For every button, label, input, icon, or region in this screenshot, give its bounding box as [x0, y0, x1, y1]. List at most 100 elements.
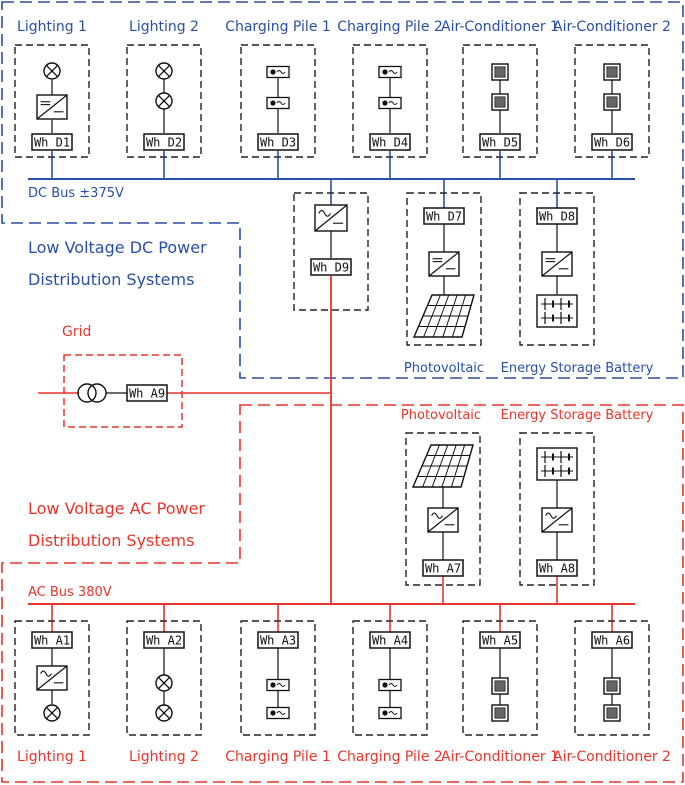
dc-ac-converter-box [293, 192, 369, 311]
inverter-icon [314, 204, 348, 232]
transformer-icon [77, 383, 107, 403]
meter-frame [369, 133, 411, 151]
meter-frame [422, 559, 464, 577]
dc-meter-3: Wh D3 [257, 133, 299, 151]
charging-pile-icon [266, 678, 290, 692]
dc-region-frame [1, 1, 684, 379]
air-conditioner-icon [491, 93, 509, 111]
dc-ess-box [519, 192, 595, 346]
charging-pile-icon [378, 65, 402, 79]
meter-label: Wh D2 [146, 136, 182, 150]
air-conditioner-icon [603, 677, 621, 695]
ac-load-label-1: Lighting 1 [17, 749, 87, 765]
ac-load-label-4: Charging Pile 2 [337, 749, 443, 765]
dc-meter-1: Wh D1 [31, 133, 73, 151]
ac-load-label-2: Lighting 2 [129, 749, 199, 765]
meter-frame [126, 384, 168, 402]
meter-frame [479, 133, 521, 151]
ac-meter-6: Wh A6 [591, 631, 633, 649]
dc-load-label-2: Lighting 2 [129, 19, 199, 35]
ac-load-box-6 [574, 620, 650, 736]
air-conditioner-icon [603, 63, 621, 81]
ac-load-box-3 [240, 620, 316, 736]
meter-label: Wh A5 [482, 634, 518, 648]
meter-frame [31, 631, 73, 649]
meter-frame [310, 258, 352, 276]
charging-pile-icon [378, 706, 402, 720]
dc-load-label-3: Charging Pile 1 [225, 19, 331, 35]
meter-label: Wh D4 [372, 136, 408, 150]
charging-pile-icon [266, 96, 290, 110]
dc-load-label-4: Charging Pile 2 [337, 19, 443, 35]
converter-icon [36, 94, 68, 120]
meter-frame [257, 133, 299, 151]
air-conditioner-icon [603, 93, 621, 111]
dc-load-label-6: Air-Conditioner 2 [553, 19, 671, 35]
lamp-icon [155, 92, 173, 110]
ac-load-box-5 [462, 620, 538, 736]
converter-icon [541, 251, 573, 277]
lamp-icon [155, 674, 173, 692]
ac-meter-2: Wh A2 [143, 631, 185, 649]
lamp-icon [43, 704, 61, 722]
ac-meter-1: Wh A1 [31, 631, 73, 649]
meter-label: Wh A9 [129, 387, 165, 401]
charging-pile-icon [378, 678, 402, 692]
ac-meter-3: Wh A3 [257, 631, 299, 649]
solar-panel-icon [411, 444, 474, 488]
dc-ess-label: Energy Storage Battery [501, 361, 654, 376]
meter-label: Wh D5 [482, 136, 518, 150]
dc-load-box-4 [352, 44, 428, 158]
meter-label: Wh A6 [594, 634, 630, 648]
charging-pile-icon [266, 65, 290, 79]
ac-load-box-4 [352, 620, 428, 736]
meter-frame [143, 631, 185, 649]
dc-load-box-5 [462, 44, 538, 158]
ac-ess-meter: Wh A8 [536, 559, 578, 577]
ac-system-title-line2: Distribution Systems [28, 531, 194, 550]
charging-pile-icon [378, 96, 402, 110]
dc-pv-meter: Wh D7 [423, 207, 465, 225]
ac-load-box-2 [126, 620, 202, 736]
inverter-icon [427, 507, 459, 533]
ac-load-box-1 [14, 620, 90, 736]
dc-meter-5: Wh D5 [479, 133, 521, 151]
dc-bus-label: DC Bus ±375V [28, 186, 124, 201]
ac-ess-label: Energy Storage Battery [501, 408, 654, 423]
dc-system-title-line2: Distribution Systems [28, 270, 194, 289]
dc-system-title-line1: Low Voltage DC Power [28, 238, 207, 257]
meter-label: Wh D7 [426, 210, 462, 224]
dc-pv-label: Photovoltaic [404, 361, 484, 376]
grid-box [63, 354, 183, 428]
air-conditioner-icon [603, 704, 621, 722]
meter-label: Wh D6 [594, 136, 630, 150]
converter-icon [428, 251, 460, 277]
lamp-icon [43, 62, 61, 80]
lamp-icon [155, 704, 173, 722]
converter-meter: Wh D9 [310, 258, 352, 276]
dc-load-label-1: Lighting 1 [17, 19, 87, 35]
meter-frame [591, 631, 633, 649]
meter-label: Wh D9 [313, 261, 349, 275]
dc-meter-6: Wh D6 [591, 133, 633, 151]
meter-label: Wh D1 [34, 136, 70, 150]
dc-load-box-6 [574, 44, 650, 158]
grid-label: Grid [62, 324, 91, 340]
dc-load-box-1 [14, 44, 90, 158]
ac-system-title-line1: Low Voltage AC Power [28, 499, 205, 518]
meter-frame [479, 631, 521, 649]
ac-bus-label: AC Bus 380V [28, 585, 112, 600]
bus-and-feeder-lines [28, 151, 635, 632]
meter-label: Wh A3 [260, 634, 296, 648]
meter-label: Wh A1 [34, 634, 70, 648]
dc-load-box-2 [126, 44, 202, 158]
ac-meter-5: Wh A5 [479, 631, 521, 649]
meter-frame [369, 631, 411, 649]
air-conditioner-icon [491, 63, 509, 81]
dc-ess-meter: Wh D8 [536, 207, 578, 225]
inverter-icon [541, 507, 573, 533]
ac-load-label-3: Charging Pile 1 [225, 749, 331, 765]
meter-frame [143, 133, 185, 151]
